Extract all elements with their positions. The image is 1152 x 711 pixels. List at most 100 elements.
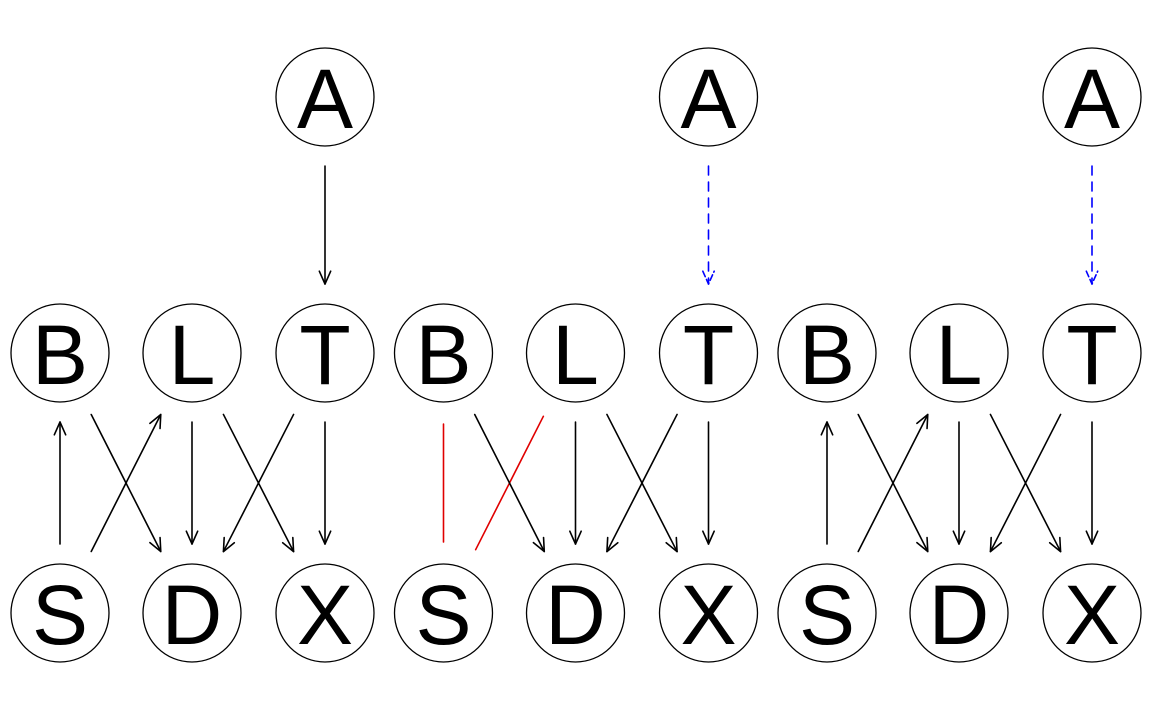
node-label: A [297,52,353,146]
node-label: T [299,308,350,402]
node-label: S [32,568,88,662]
node-circle [142,563,242,663]
edge-a-t [702,165,715,285]
node-circle [525,563,626,663]
node-label: D [545,568,606,662]
node-circle [275,303,375,403]
arrowhead [569,530,582,545]
arrowhead [53,421,67,436]
arrowhead [820,421,834,436]
arrowhead [606,536,619,553]
arrowhead [702,530,715,545]
node-circle [393,563,494,663]
edge-b-d [473,413,546,553]
node-label: A [1064,52,1120,146]
arrowhead [952,530,966,545]
node-circle [393,303,494,403]
node-circle [777,563,877,663]
node-b-panel-2: B [393,303,494,403]
arrowhead [916,413,929,430]
node-circle [909,303,1009,403]
node-t-panel-3: T [1042,303,1142,403]
node-circle [658,303,759,403]
edge-t-x [702,421,715,545]
node-l-panel-1: L [142,303,242,403]
arrowhead [281,536,295,553]
arrowhead [1048,536,1062,553]
node-label: L [169,308,216,402]
node-d-panel-2: D [525,563,626,663]
edge-b-d [857,413,929,553]
node-label: D [929,568,990,662]
edge-a-t [318,165,332,285]
node-circle [275,563,375,663]
node-t-panel-2: T [658,303,759,403]
edge-s-b [820,421,834,545]
node-x-panel-2: X [658,563,759,663]
node-s-panel-3: S [777,563,877,663]
node-a-panel-1: A [275,47,375,147]
node-s-panel-1: S [10,563,110,663]
node-circle [142,303,242,403]
node-label: T [1066,308,1117,402]
edge-t-d [222,413,295,553]
node-l-panel-3: L [909,303,1009,403]
edges-layer [53,165,1099,553]
node-label: D [162,568,223,662]
arrowhead [532,536,546,553]
node-label: X [680,568,736,662]
node-a-panel-3: A [1042,47,1142,147]
arrowhead [149,413,162,430]
node-d-panel-1: D [142,563,242,663]
node-circle [1042,303,1142,403]
node-label: A [680,52,736,146]
edge-t-d [606,413,678,553]
edge-l-d [185,421,199,545]
node-label: X [297,568,353,662]
arrowhead [702,270,715,285]
arrowhead [1085,530,1099,545]
node-label: B [415,308,471,402]
edge-b-d [90,413,162,553]
arrowhead [318,270,332,285]
node-label: B [799,308,855,402]
node-label: L [552,308,599,402]
node-circle [10,563,110,663]
node-circle [658,563,759,663]
arrowhead [222,536,236,553]
node-s-panel-2: S [393,563,494,663]
node-label: S [415,568,471,662]
node-circle [777,303,877,403]
node-circle [658,47,759,147]
node-label: X [1064,568,1120,662]
edge-a-t [1085,165,1099,285]
node-d-panel-3: D [909,563,1009,663]
edge-t-x [1085,421,1099,545]
arrowhead [149,536,162,553]
node-l-panel-2: L [525,303,626,403]
arrowhead [185,530,199,545]
node-label: T [683,308,734,402]
edge-l-d [569,421,582,545]
edge-s-b [53,421,67,545]
node-label: L [936,308,983,402]
node-label: S [799,568,855,662]
edge-t-x [318,421,332,545]
arrowhead [916,536,929,553]
node-b-panel-1: B [10,303,110,403]
node-circle [1042,47,1142,147]
node-a-panel-2: A [658,47,759,147]
node-circle [1042,563,1142,663]
node-circle [525,303,626,403]
node-circle [275,47,375,147]
node-x-panel-1: X [275,563,375,663]
node-t-panel-1: T [275,303,375,403]
node-label: B [32,308,88,402]
arrowhead [989,536,1003,553]
arrowhead [665,536,678,553]
edge-l-d [952,421,966,545]
arrowhead [1085,270,1099,285]
node-b-panel-3: B [777,303,877,403]
